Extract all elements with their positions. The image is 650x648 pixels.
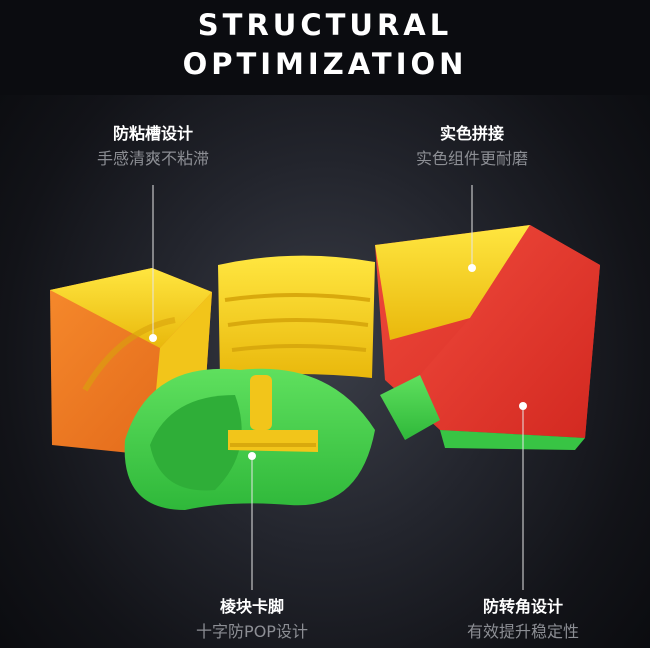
callout-title: 防转角设计 — [482, 597, 563, 616]
header-band — [0, 0, 650, 95]
callout-subtitle: 手感清爽不粘滞 — [96, 149, 209, 168]
callout-edge-clip: 棱块卡脚 十字防POP设计 — [152, 597, 352, 643]
callout-subtitle: 实色组件更耐磨 — [415, 149, 528, 168]
callout-anti-corner: 防转角设计 有效提升稳定性 — [423, 597, 623, 643]
callout-title: 棱块卡脚 — [219, 597, 284, 616]
callout-dots — [149, 264, 527, 460]
center-edge-piece — [218, 255, 375, 378]
callout-title: 实色拼接 — [439, 124, 504, 143]
callout-anti-stick: 防粘槽设计 手感清爽不粘滞 — [53, 124, 253, 170]
callout-title: 防粘槽设计 — [112, 124, 193, 143]
page-title-line2: OPTIMIZATION — [182, 47, 468, 81]
page-title-line1: STRUCTURAL — [197, 8, 453, 42]
callout-subtitle: 有效提升稳定性 — [466, 622, 579, 641]
connector-piece — [380, 375, 440, 440]
callout-subtitle: 十字防POP设计 — [196, 622, 308, 641]
right-corner-piece — [375, 225, 600, 450]
green-center-piece — [124, 368, 376, 510]
callout-markers — [152, 185, 524, 590]
callout-solid-color: 实色拼接 实色组件更耐磨 — [372, 124, 572, 170]
